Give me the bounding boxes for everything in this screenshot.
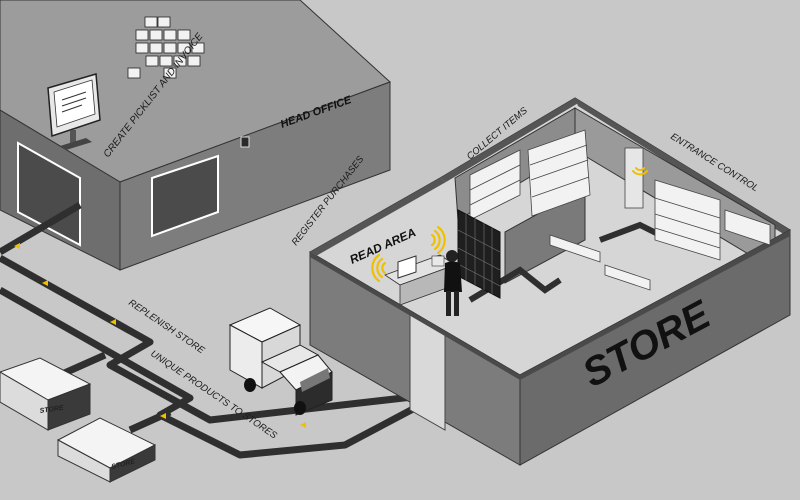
store-box-2	[56, 417, 157, 483]
store-box-1	[0, 357, 92, 431]
head-office-building	[0, 0, 391, 271]
cardboard-boxes-icon	[127, 16, 205, 79]
rfid-wave-icon-3	[632, 167, 648, 176]
path-markers	[14, 243, 306, 428]
store-box-1-label: STORE	[39, 405, 64, 415]
rfid-wave-icon	[430, 225, 446, 255]
delivery-truck-icon	[228, 307, 333, 416]
shopper-figure-icon	[431, 250, 462, 316]
monitor-icon	[397, 255, 417, 279]
store-shelves	[469, 129, 771, 291]
entrance-gate	[624, 147, 644, 209]
monitor-icon	[47, 73, 101, 150]
mesh-gate	[457, 209, 501, 299]
office-window	[240, 136, 250, 148]
rfid-wave-icon-2	[371, 253, 387, 283]
